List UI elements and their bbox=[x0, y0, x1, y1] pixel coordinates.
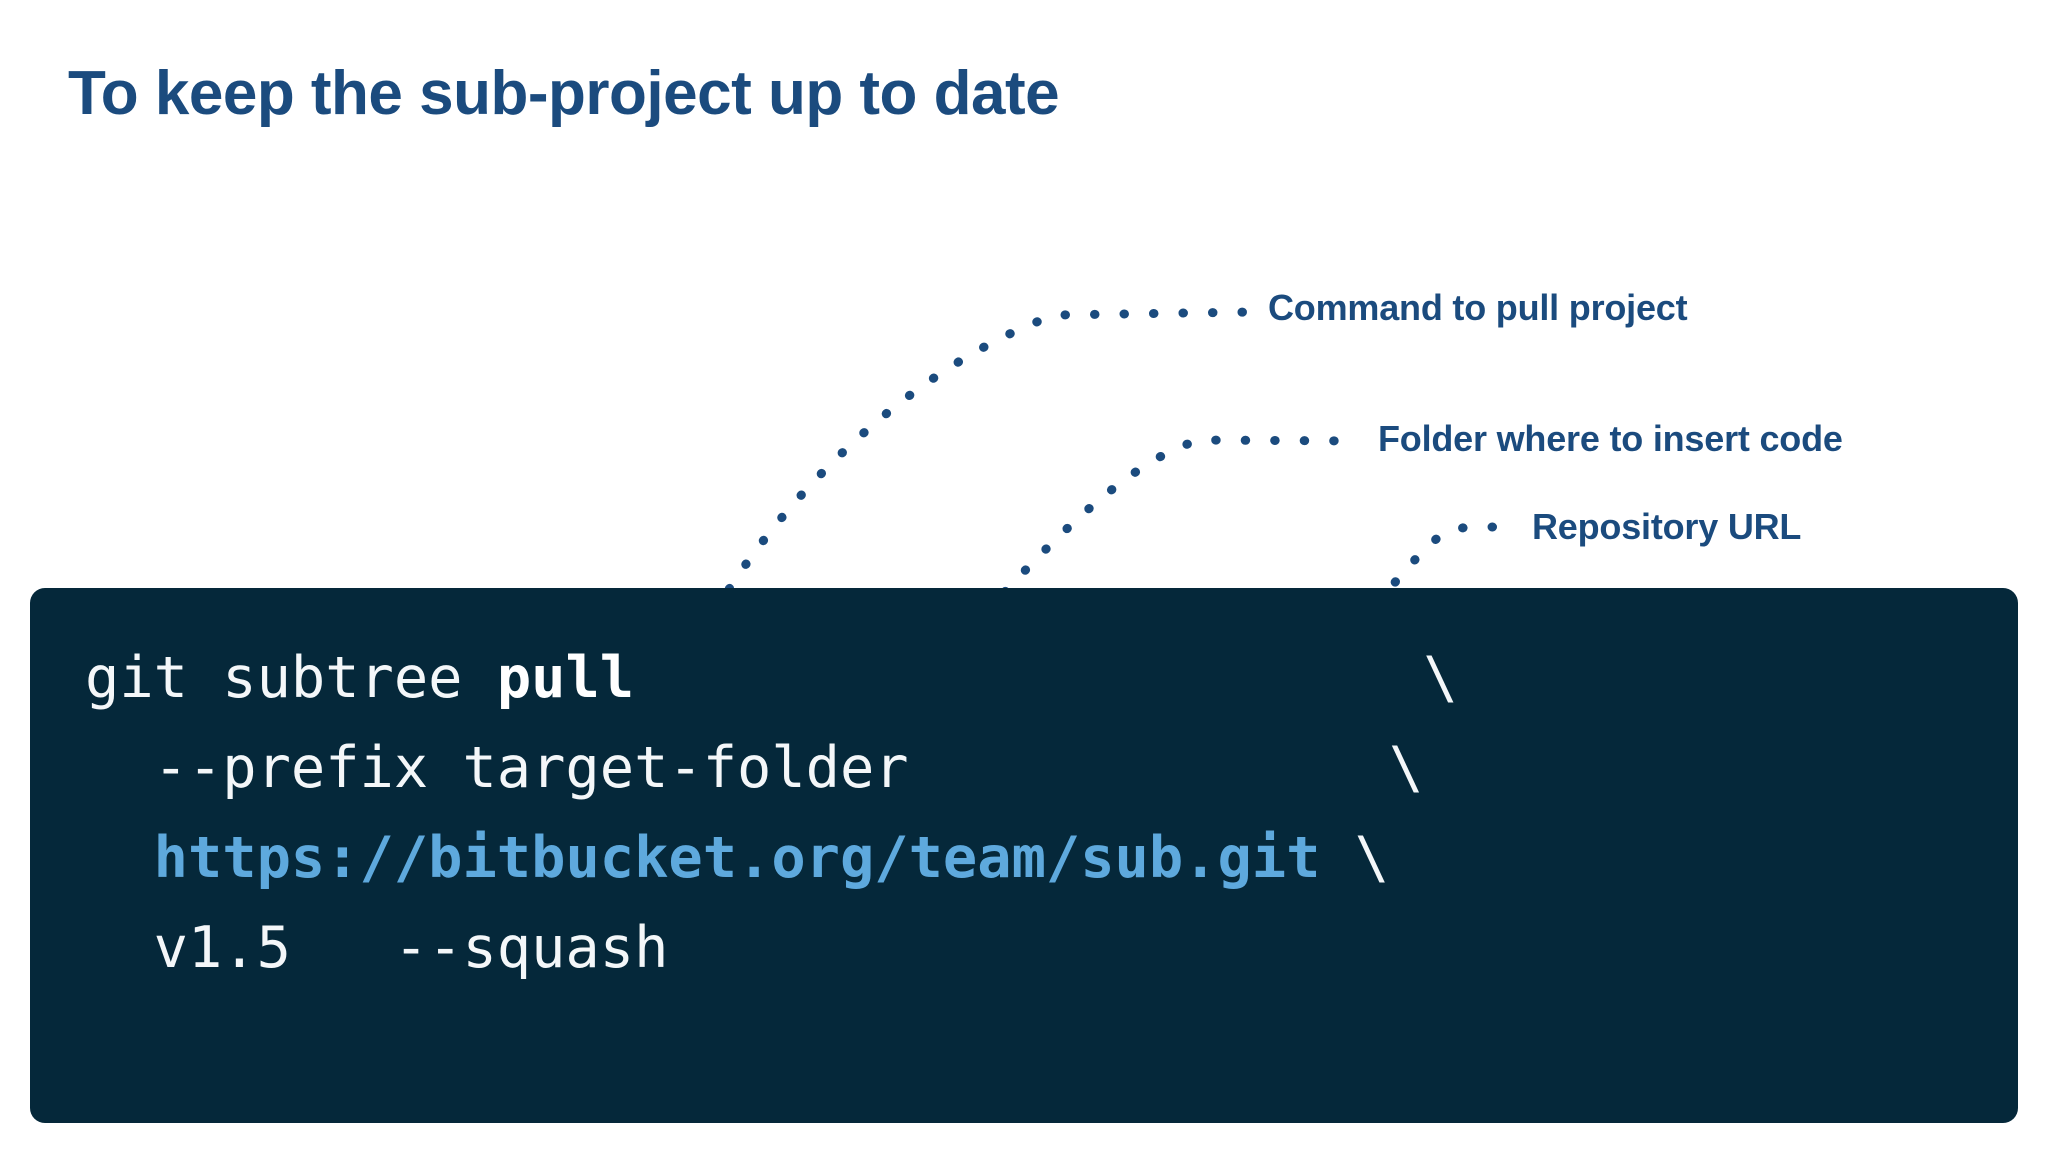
code-lines-container: git subtree pull \ --prefix target-folde… bbox=[85, 633, 1458, 993]
code-block: git subtree pull \ --prefix target-folde… bbox=[30, 588, 2018, 1123]
code-token-strong: pull bbox=[496, 645, 635, 711]
code-line-3: https://bitbucket.org/team/sub.git \ bbox=[85, 813, 1458, 903]
annotation-label-command: Command to pull project bbox=[1268, 287, 1688, 328]
code-token-plain bbox=[634, 645, 1423, 711]
code-token-plain: git subtree bbox=[85, 645, 497, 711]
code-token-plain: --prefix target-folder bbox=[85, 735, 1390, 801]
code-line-2: --prefix target-folder \ bbox=[85, 723, 1458, 813]
code-line-1: git subtree pull \ bbox=[85, 633, 1458, 723]
code-line-4: v1.5 --squash bbox=[85, 903, 1458, 993]
page-title: To keep the sub-project up to date bbox=[68, 59, 1060, 128]
code-token-plain bbox=[1320, 825, 1354, 891]
code-token-plain bbox=[85, 825, 154, 891]
annotation-label-repo: Repository URL bbox=[1532, 506, 1802, 547]
code-token-cont: \ bbox=[1423, 645, 1458, 711]
code-token-cont: \ bbox=[1354, 825, 1390, 891]
code-token-plain: v1.5 --squash bbox=[85, 915, 669, 981]
code-token-cont: \ bbox=[1389, 735, 1424, 801]
annotation-label-folder: Folder where to insert code bbox=[1378, 418, 1843, 459]
code-token-url: https://bitbucket.org/team/sub.git bbox=[153, 825, 1321, 891]
